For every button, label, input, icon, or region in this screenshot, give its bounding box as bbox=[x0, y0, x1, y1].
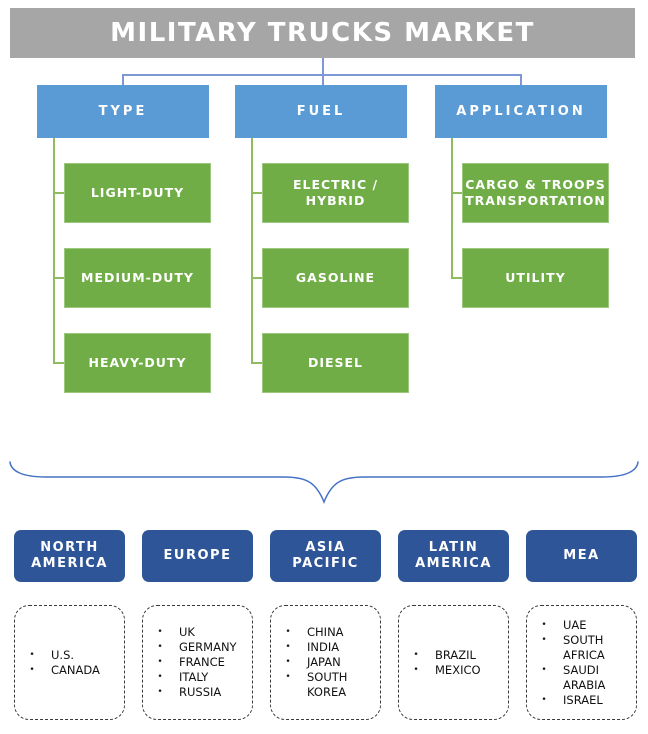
bullet-icon: • bbox=[541, 619, 547, 630]
bullet-icon: • bbox=[157, 657, 163, 667]
bullet-icon: • bbox=[285, 657, 291, 667]
application-column-line bbox=[451, 138, 453, 278]
type-stub-3 bbox=[53, 362, 64, 364]
application-stub-1 bbox=[451, 192, 462, 194]
type-item-medium-duty: MEDIUM-DUTY bbox=[64, 248, 211, 308]
country-item: •MEXICO bbox=[413, 662, 481, 677]
connector-stub-application bbox=[520, 74, 522, 85]
country-item: •JAPAN bbox=[285, 655, 341, 669]
fuel-item-electric-hybrid: ELECTRIC / HYBRID bbox=[262, 163, 409, 223]
application-stub-2 bbox=[451, 277, 462, 279]
bullet-icon: • bbox=[157, 687, 163, 697]
fuel-item-diesel: DIESEL bbox=[262, 333, 409, 393]
type-stub-2 bbox=[53, 277, 64, 279]
type-item-light-duty: LIGHT-DUTY bbox=[64, 163, 211, 223]
europe-country-list: •UK •GERMANY •FRANCE •ITALY •RUSSIA bbox=[142, 605, 253, 720]
country-item: •BRAZIL bbox=[413, 647, 476, 662]
type-stub-1 bbox=[53, 192, 64, 194]
application-item-utility: UTILITY bbox=[462, 248, 609, 308]
diagram-title: MILITARY TRUCKS MARKET bbox=[10, 8, 635, 58]
region-latin-america-box: LATIN AMERICA bbox=[398, 530, 509, 582]
segment-type-box: TYPE bbox=[37, 85, 209, 138]
country-item: •SOUTH KOREA bbox=[285, 670, 348, 699]
country-item: •GERMANY bbox=[157, 640, 237, 654]
bullet-icon: • bbox=[285, 672, 291, 682]
north-america-country-list: •U.S. •CANADA bbox=[14, 605, 125, 720]
region-mea-box: MEA bbox=[526, 530, 637, 582]
type-item-heavy-duty: HEAVY-DUTY bbox=[64, 333, 211, 393]
fuel-item-gasoline: GASOLINE bbox=[262, 248, 409, 308]
country-item: •SOUTH AFRICA bbox=[541, 632, 605, 662]
connector-horizontal bbox=[122, 74, 521, 76]
brace-icon bbox=[0, 450, 648, 512]
bullet-icon: • bbox=[541, 664, 547, 675]
application-item-cargo-troops: CARGO & TROOPS TRANSPORTATION bbox=[462, 163, 609, 223]
fuel-stub-3 bbox=[251, 362, 262, 364]
mea-country-list: •UAE •SOUTH AFRICA •SAUDI ARABIA •ISRAEL bbox=[526, 605, 637, 720]
country-item: •FRANCE bbox=[157, 655, 225, 669]
country-item: •CANADA bbox=[29, 662, 100, 677]
region-north-america-box: NORTH AMERICA bbox=[14, 530, 125, 582]
country-item: •CHINA bbox=[285, 625, 344, 639]
country-item: •INDIA bbox=[285, 640, 340, 654]
country-item: •UAE bbox=[541, 617, 587, 632]
region-europe-box: EUROPE bbox=[142, 530, 253, 582]
type-column-line bbox=[53, 138, 55, 363]
country-item: •ITALY bbox=[157, 670, 209, 684]
segment-application-box: APPLICATION bbox=[435, 85, 607, 138]
country-item: •SAUDI ARABIA bbox=[541, 662, 606, 692]
connector-stub-type bbox=[122, 74, 124, 85]
bullet-icon: • bbox=[413, 649, 419, 660]
region-asia-pacific-box: ASIA PACIFIC bbox=[270, 530, 381, 582]
country-item: •ISRAEL bbox=[541, 692, 603, 707]
bullet-icon: • bbox=[413, 664, 419, 675]
fuel-stub-1 bbox=[251, 192, 262, 194]
country-item: •U.S. bbox=[29, 647, 75, 662]
bullet-icon: • bbox=[285, 642, 291, 652]
bullet-icon: • bbox=[541, 634, 547, 645]
fuel-column-line bbox=[251, 138, 253, 363]
connector-title-vertical bbox=[322, 58, 324, 85]
bullet-icon: • bbox=[157, 642, 163, 652]
bullet-icon: • bbox=[157, 627, 163, 637]
country-item: •UK bbox=[157, 625, 195, 639]
latin-america-country-list: •BRAZIL •MEXICO bbox=[398, 605, 509, 720]
asia-pacific-country-list: •CHINA •INDIA •JAPAN •SOUTH KOREA bbox=[270, 605, 381, 720]
bullet-icon: • bbox=[285, 627, 291, 637]
bullet-icon: • bbox=[541, 694, 547, 705]
segment-fuel-box: FUEL bbox=[235, 85, 407, 138]
fuel-stub-2 bbox=[251, 277, 262, 279]
bullet-icon: • bbox=[157, 672, 163, 682]
bullet-icon: • bbox=[29, 649, 35, 660]
country-item: •RUSSIA bbox=[157, 685, 222, 699]
bullet-icon: • bbox=[29, 664, 35, 675]
